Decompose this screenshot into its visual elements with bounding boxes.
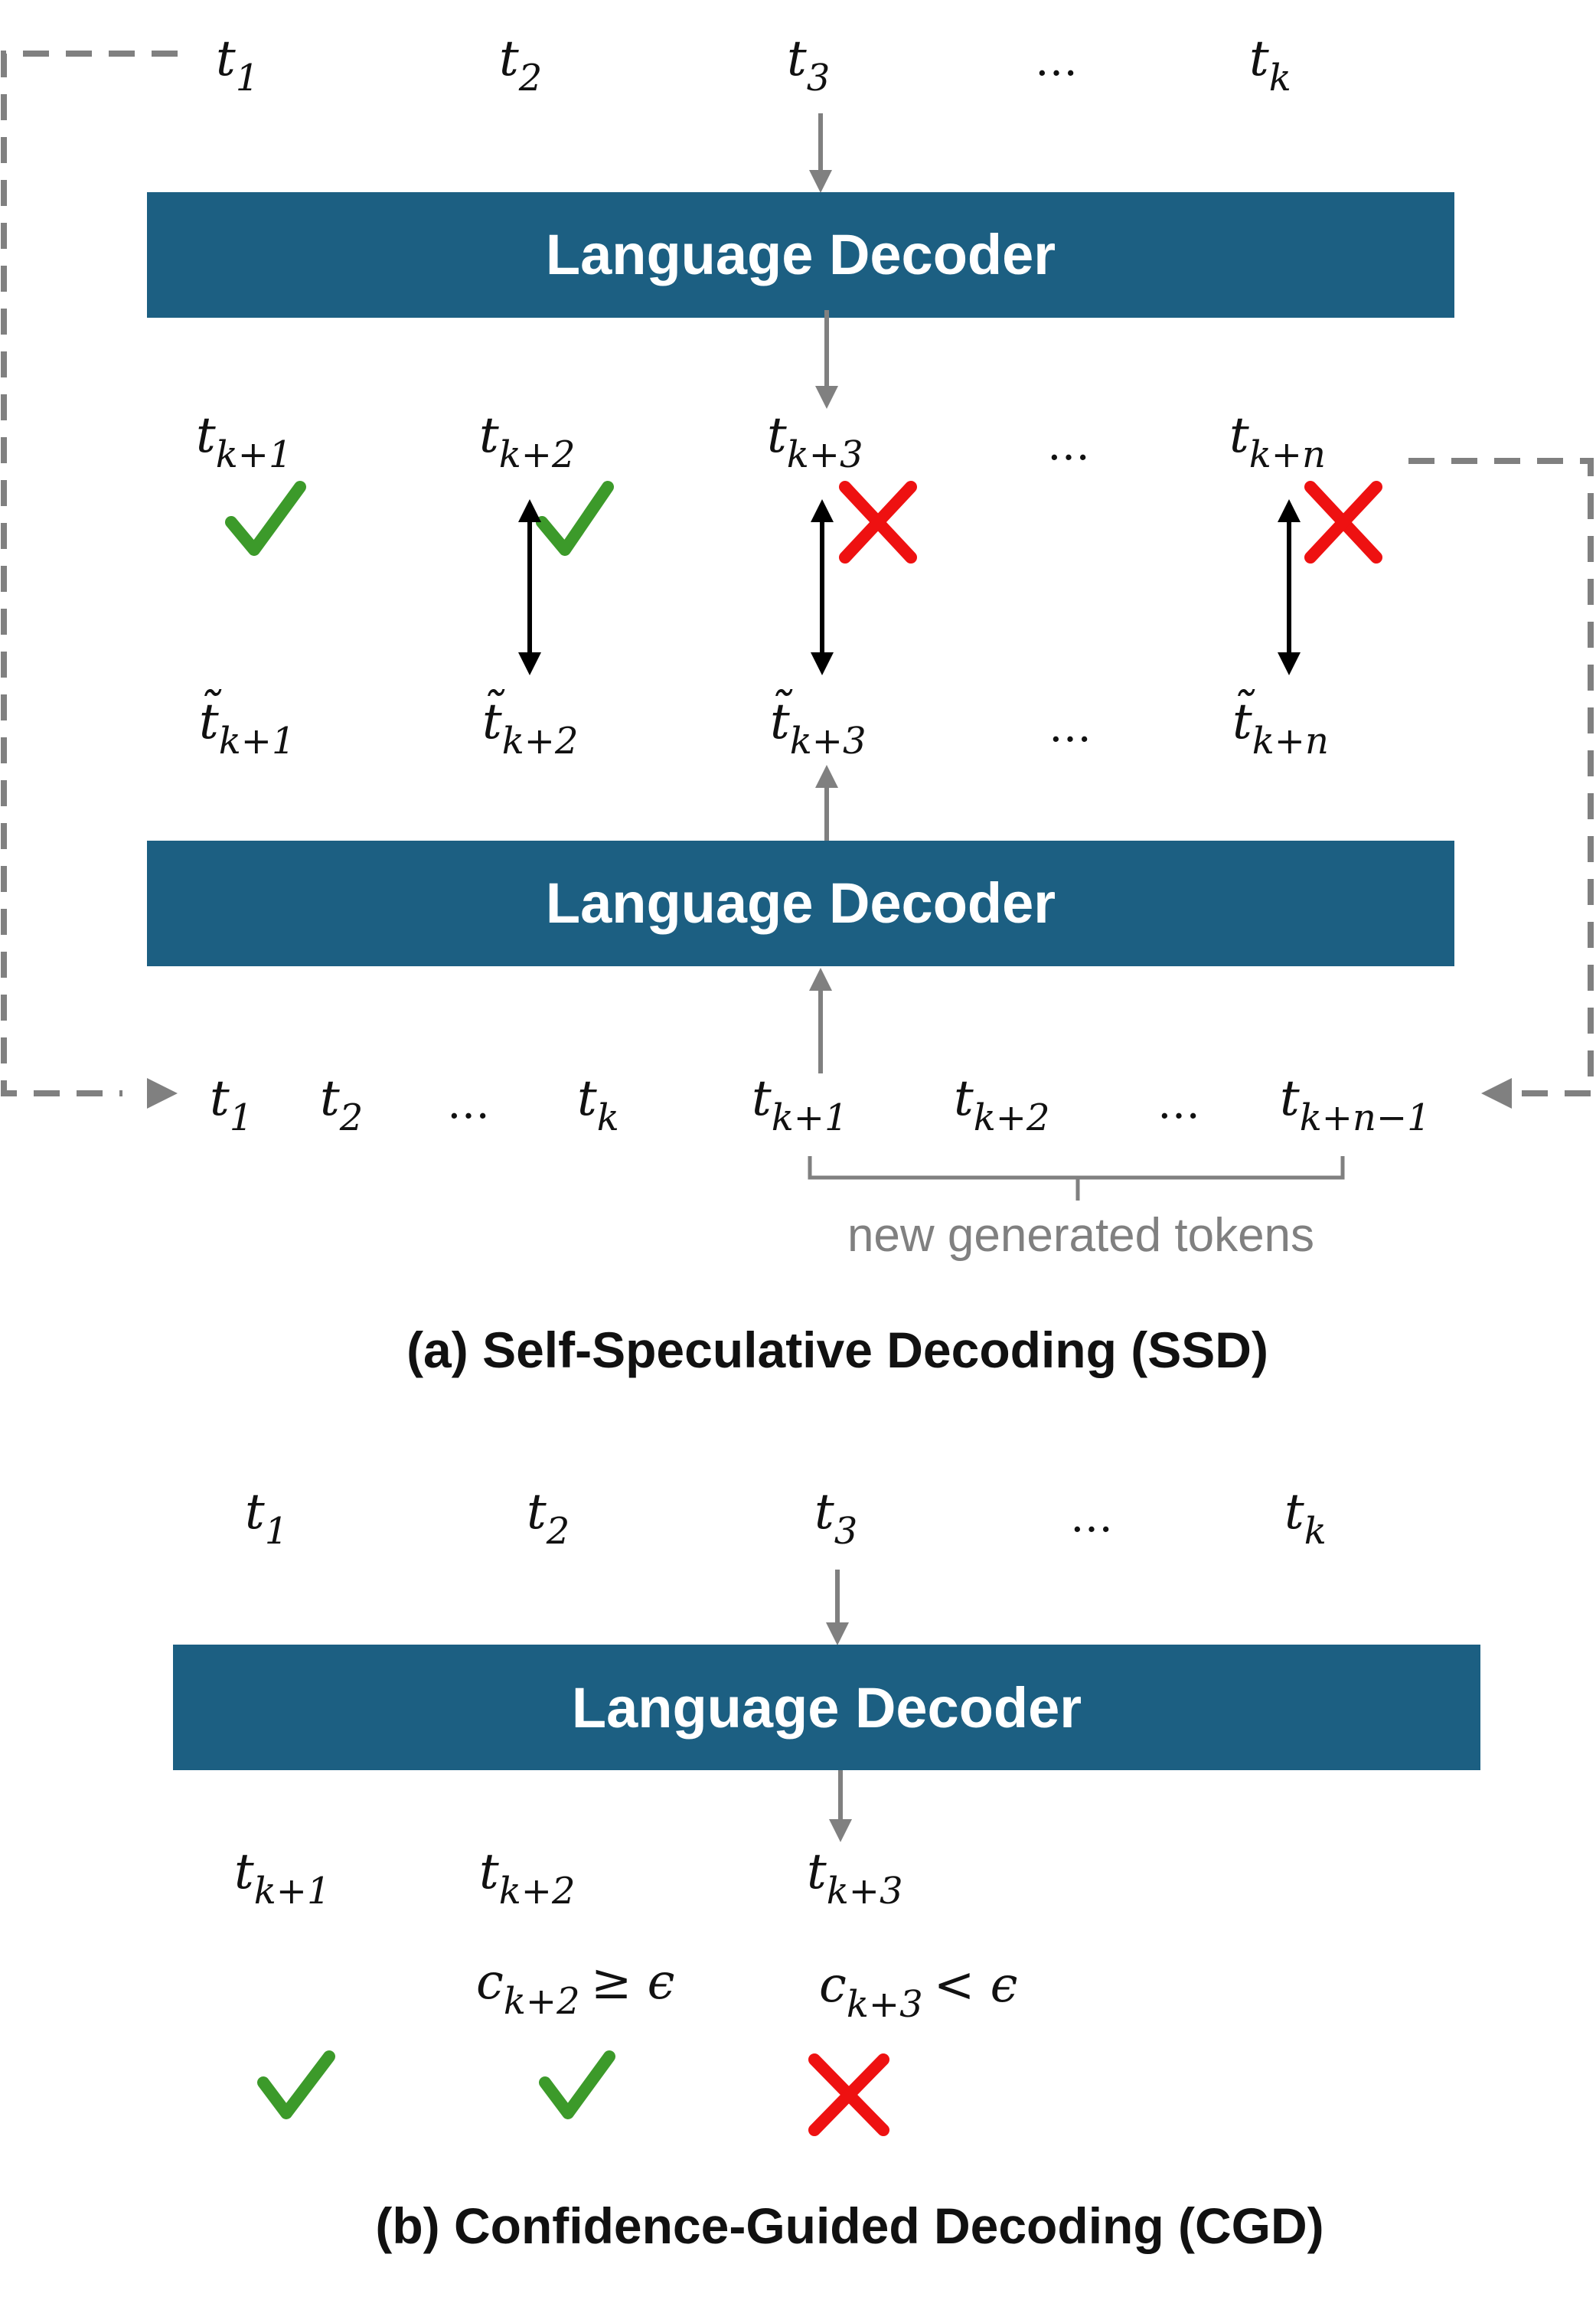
check-icon: [536, 481, 614, 556]
feedback-arrowhead-right: [1481, 1078, 1512, 1109]
ssd-sequence-token: tk+n−1: [1280, 1070, 1431, 1139]
cgd-input-token: t1: [245, 1484, 288, 1553]
ssd-input-token: tk: [1249, 31, 1291, 100]
feedback-loop-right: [1408, 458, 1594, 1096]
cross-icon: [1304, 481, 1382, 564]
ssd-draft-token: t̃k+2: [482, 689, 579, 763]
language-decoder-cgd: Language Decoder: [173, 1645, 1480, 1770]
ssd-ellipsis: …: [1035, 36, 1078, 86]
ssd-sequence-token: tk+2: [954, 1070, 1050, 1139]
cgd-ellipsis: …: [1070, 1492, 1113, 1542]
cgd-output-token: tk+1: [234, 1844, 331, 1913]
check-icon: [539, 2050, 615, 2119]
ssd-predicted-token: tk+n: [1229, 407, 1326, 476]
ssd-sequence-token: tk+1: [752, 1070, 848, 1139]
ssd-input-token: t2: [499, 31, 542, 100]
ssd-ellipsis: …: [447, 1079, 490, 1129]
check-icon: [225, 481, 306, 556]
ssd-caption: (a) Self-Speculative Decoding (SSD): [406, 1322, 1268, 1378]
cgd-input-token: t2: [527, 1484, 570, 1553]
ssd-sequence-token: t1: [210, 1070, 253, 1139]
ssd-sequence-token: t2: [320, 1070, 363, 1139]
feedback-arrowhead-left: [147, 1078, 178, 1109]
ssd-draft-token: t̃k+1: [199, 689, 295, 763]
language-decoder-bottom: Language Decoder: [147, 841, 1454, 966]
cgd-caption: (b) Confidence-Guided Decoding (CGD): [375, 2197, 1323, 2254]
cgd-condition: ck+3< ϵ: [819, 1957, 1018, 2026]
ssd-input-token: t1: [216, 31, 259, 100]
new-tokens-brace: [808, 1156, 1345, 1201]
svg-text:Language Decoder: Language Decoder: [572, 1676, 1082, 1740]
ssd-sequence-token: tk: [577, 1070, 619, 1139]
check-icon: [257, 2050, 335, 2119]
cross-icon: [839, 481, 917, 564]
ssd-draft-token: t̃k+n: [1232, 689, 1329, 763]
ssd-predicted-token: tk+1: [196, 407, 292, 476]
cgd-condition: ck+2≥ ϵ: [476, 1954, 675, 2023]
cross-icon: [808, 2053, 889, 2136]
language-decoder-top: Language Decoder: [147, 192, 1454, 318]
ssd-ellipsis: …: [1049, 702, 1092, 752]
ssd-input-token: t3: [787, 31, 830, 100]
ssd-predicted-token: tk+2: [479, 407, 576, 476]
feedback-loop-left: [1, 51, 178, 1096]
cgd-output-token: tk+3: [807, 1844, 903, 1913]
ssd-draft-token: t̃k+3: [770, 689, 867, 763]
new-tokens-label: new generated tokens: [847, 1209, 1314, 1262]
ssd-ellipsis: …: [1047, 420, 1090, 470]
cgd-input-token: tk: [1284, 1484, 1327, 1553]
svg-text:Language Decoder: Language Decoder: [546, 871, 1056, 935]
cgd-input-token: t3: [814, 1484, 857, 1553]
ssd-ellipsis: …: [1157, 1079, 1200, 1129]
cgd-output-token: tk+2: [479, 1844, 576, 1913]
ssd-predicted-token: tk+3: [767, 407, 863, 476]
svg-text:Language Decoder: Language Decoder: [546, 223, 1056, 286]
